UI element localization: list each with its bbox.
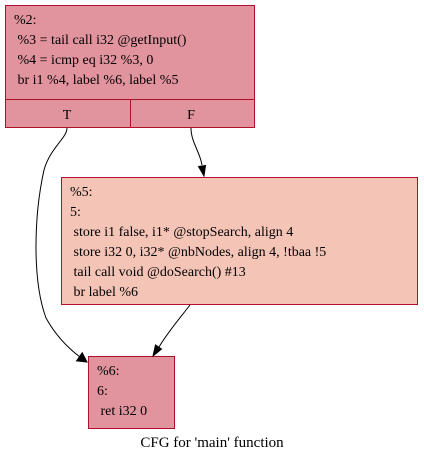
node-bb2-line: %2: — [14, 13, 37, 28]
arrowhead-icon — [197, 164, 207, 178]
node-bb2-line: br i1 %4, label %6, label %5 — [14, 73, 178, 88]
node-bb5-line: store i1 false, i1* @stopSearch, align 4 — [70, 225, 293, 240]
diagram-caption: CFG for 'main' function — [140, 435, 284, 451]
node-bb6-line: 6: — [97, 384, 108, 399]
edge-false-bb2-to-bb5 — [190, 127, 207, 178]
node-bb5-line: store i32 0, i32* @nbNodes, align 4, !tb… — [70, 245, 326, 260]
node-bb5-line: %5: — [70, 185, 93, 200]
node-bb6-box — [88, 356, 175, 429]
edge-true-bb2-to-bb6 — [35, 127, 88, 363]
node-bb6-line: ret i32 0 — [97, 404, 147, 419]
node-bb6[interactable]: %6: 6: ret i32 0 — [88, 356, 175, 429]
node-bb5-line: br label %6 — [70, 285, 138, 300]
node-bb5[interactable]: %5: 5: store i1 false, i1* @stopSearch, … — [61, 177, 418, 305]
node-bb2-line: %3 = tail call i32 @getInput() — [14, 33, 187, 48]
node-bb2[interactable]: %2: %3 = tail call i32 @getInput() %4 = … — [5, 5, 255, 128]
node-bb5-line: tail call void @doSearch() #13 — [70, 265, 246, 280]
arrowhead-icon — [75, 351, 88, 363]
port-false-label[interactable]: F — [187, 108, 195, 123]
node-bb2-line: %4 = icmp eq i32 %3, 0 — [14, 53, 153, 68]
port-true-label[interactable]: T — [63, 108, 72, 123]
arrowhead-icon — [152, 344, 163, 358]
node-bb6-line: %6: — [97, 364, 120, 379]
node-bb5-box — [61, 177, 418, 305]
node-bb5-line: 5: — [70, 205, 81, 220]
edge-bb5-to-bb6 — [152, 304, 191, 358]
